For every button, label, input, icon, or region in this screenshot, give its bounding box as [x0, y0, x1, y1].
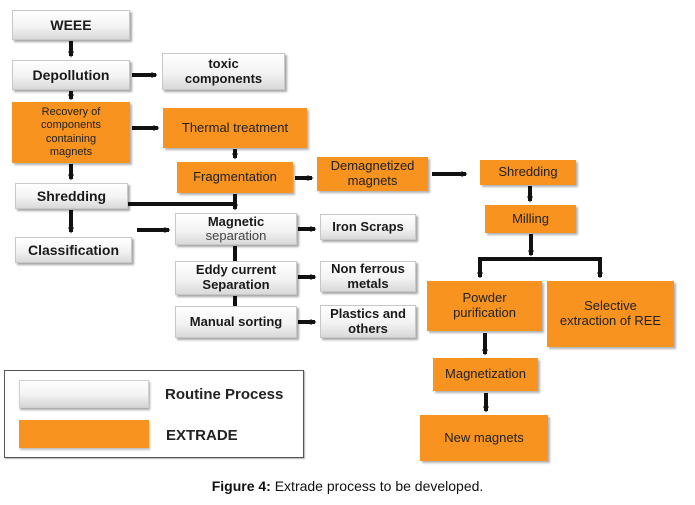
node-recovery-line-3: containing [45, 132, 97, 145]
node-recovery-line-4: magnets [49, 145, 93, 158]
node-fragmentation-label: Fragmentation [193, 169, 277, 185]
caption-label: Figure 4: [211, 478, 271, 494]
node-magnetization-label: Magnetization [445, 366, 526, 382]
node-manual-label: Manual sorting [189, 313, 283, 329]
legend-swatch-extrade [19, 420, 149, 448]
node-powder-line-1: Powder [462, 290, 507, 306]
node-magnetic-separation: Magnetic separation [175, 213, 297, 245]
legend-label-extrade: EXTRADE [166, 427, 238, 444]
node-shredding-right: Shredding [480, 160, 576, 185]
node-thermal-label: Thermal treatment [181, 119, 289, 135]
node-iron-label: Iron Scraps [332, 218, 404, 234]
node-classification: Classification [15, 237, 132, 263]
node-powder-line-2: purification [453, 305, 516, 320]
figure-caption: Figure 4: Extrade process to be develope… [0, 478, 695, 494]
node-demagnetized-line-1: Demagnetized [330, 158, 415, 174]
node-plastics-line-2: others [348, 320, 388, 336]
node-selective-line-1: Selective [584, 298, 637, 314]
node-thermal-treatment: Thermal treatment [163, 108, 307, 148]
node-iron-scraps: Iron Scraps [320, 214, 416, 240]
node-toxic-components: toxic components [162, 53, 285, 90]
node-new-magnets: New magnets [420, 415, 548, 461]
node-new-magnets-label: New magnets [444, 429, 524, 445]
node-milling-label: Milling [512, 210, 549, 226]
node-demagnetized-line-2: magnets [347, 173, 398, 188]
node-classification-label: Classification [27, 241, 120, 258]
legend-label-routine: Routine Process [165, 386, 284, 403]
node-recovery-line-2: components [41, 119, 101, 132]
node-eddy-line-2: Separation [202, 277, 270, 292]
node-weee-label: WEEE [50, 16, 92, 33]
node-non-ferrous: Non ferrous metals [320, 261, 416, 292]
node-selective-line-2: extraction of REE [559, 313, 662, 328]
legend-swatch-routine [19, 380, 149, 408]
node-magnetic-line-2: separation [205, 228, 267, 243]
node-nonferrous-line-2: metals [347, 275, 389, 291]
node-weee: WEEE [12, 10, 130, 40]
node-shredding-left-label: Shredding [36, 187, 107, 204]
node-depollution-label: Depollution [32, 66, 110, 83]
legend: Routine Process EXTRADE [4, 370, 304, 458]
node-milling: Milling [485, 205, 576, 233]
node-recovery: Recovery of components containing magnet… [12, 102, 130, 163]
node-fragmentation: Fragmentation [177, 162, 293, 193]
node-magnetic-line-1: Magnetic [207, 213, 265, 229]
node-recovery-line-1: Recovery of [41, 106, 101, 119]
node-toxic-line-1: toxic [208, 55, 239, 71]
node-demagnetized-magnets: Demagnetized magnets [317, 157, 428, 191]
node-selective-extraction: Selective extraction of REE [547, 281, 674, 347]
node-powder-purification: Powder purification [427, 281, 542, 331]
node-magnetization: Magnetization [433, 358, 538, 391]
node-nonferrous-line-1: Non ferrous [331, 260, 405, 276]
node-eddy-current: Eddy current Separation [175, 261, 297, 295]
node-eddy-line-1: Eddy current [195, 262, 277, 278]
node-shredding-left: Shredding [15, 183, 128, 209]
node-manual-sorting: Manual sorting [175, 306, 297, 338]
caption-text: Extrade process to be developed. [270, 478, 484, 494]
node-toxic-line-2: components [184, 70, 263, 86]
node-plastics-line-1: Plastics and [330, 305, 406, 321]
line-branch [478, 257, 602, 276]
node-plastics: Plastics and others [320, 305, 416, 338]
node-depollution: Depollution [12, 60, 130, 90]
node-shredding-right-label: Shredding [498, 164, 558, 180]
